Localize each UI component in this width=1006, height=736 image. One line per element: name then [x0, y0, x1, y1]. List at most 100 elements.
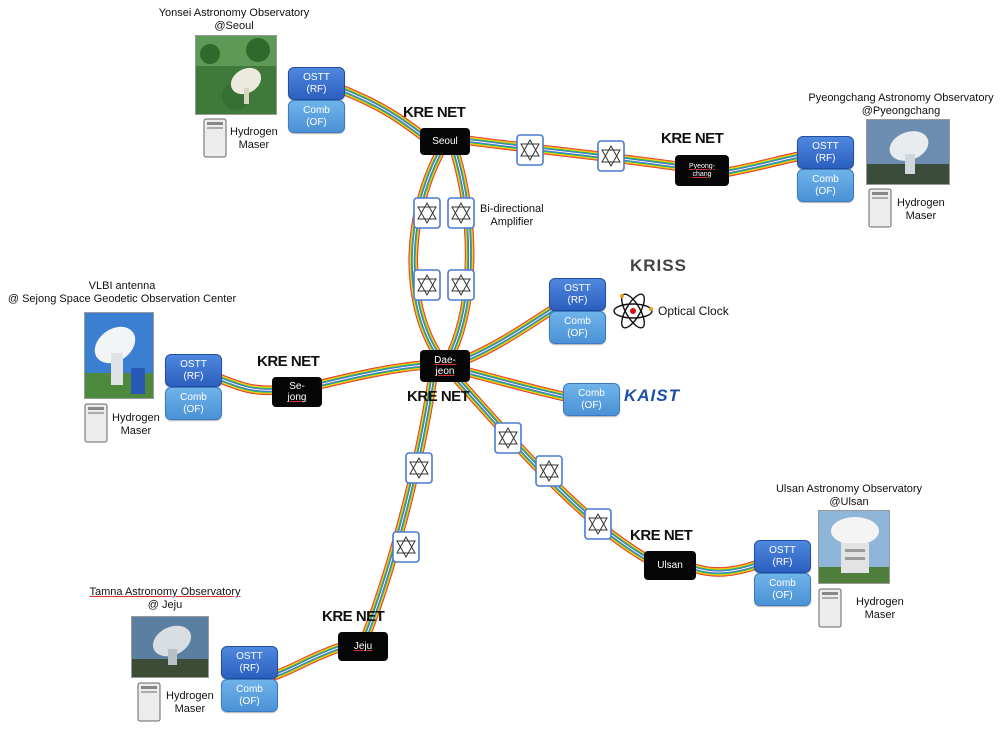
node-seoul: Seoul	[420, 128, 470, 155]
seoul-maser-label: Hydrogen Maser	[230, 126, 278, 152]
amplifier-seoul-pyeongchang-1	[516, 134, 544, 171]
node-label-line2: jong	[287, 392, 307, 403]
ostt-label: OSTT	[303, 71, 330, 83]
fiber-core	[217, 377, 276, 391]
fiber-core	[317, 364, 425, 386]
ostt-sublabel: (RF)	[772, 556, 793, 568]
fiber-core	[457, 379, 661, 567]
atom-icon	[613, 293, 653, 329]
ulsan-ostt-box: OSTT (RF)	[754, 540, 811, 573]
fiber-core	[464, 139, 691, 169]
ostt-sublabel: (RF)	[567, 294, 588, 306]
fiber-core	[342, 89, 429, 141]
pyeongchang-telescope-photo	[866, 119, 950, 185]
fiber-core	[412, 151, 441, 353]
maser-line2: Maser	[238, 139, 270, 151]
amplifier-icon	[392, 531, 420, 563]
seoul-ostt-box: OSTT (RF)	[288, 67, 345, 100]
amplifier-icon	[584, 508, 612, 540]
maser-line2: Maser	[905, 210, 937, 222]
amplifier-icon	[494, 422, 522, 454]
link-daejeon-ulsan	[453, 375, 665, 571]
caption-line1: Pyeongchang Astronomy Observatory	[808, 92, 994, 104]
link-sejong-daejeon	[313, 360, 429, 390]
ulsan-comb-box: Comb (OF)	[754, 573, 811, 606]
ulsan-telescope-photo	[818, 510, 890, 584]
ulsan-observatory-caption: Ulsan Astronomy Observatory @Ulsan	[754, 483, 944, 509]
kreonet-text: KRE NET	[661, 130, 724, 147]
ostt-sublabel: (RF)	[183, 370, 204, 382]
link-pyeongchang-ostt	[723, 151, 805, 177]
kaist-logo: KAIST	[624, 386, 680, 405]
pyeongchang-maser-icon	[868, 188, 892, 228]
jeju-maser-icon	[137, 682, 161, 722]
comb-label: Comb	[564, 315, 591, 327]
kreonet-logo-daejeon: KRE NET	[407, 388, 470, 405]
comb-label: Comb	[578, 387, 605, 399]
caption-line1: VLBI antenna	[88, 280, 156, 292]
sejong-comb-box: Comb (OF)	[165, 387, 222, 420]
ostt-label: OSTT	[236, 650, 263, 662]
link-ulsan-ostt	[689, 560, 761, 577]
ostt-sublabel: (RF)	[815, 152, 836, 164]
maser-line2: Maser	[864, 609, 896, 621]
amplifier-icon	[447, 197, 475, 229]
caption-line2: @Seoul	[214, 20, 254, 32]
amplifier-seoul-daejeon-2	[447, 197, 475, 234]
maser-line2: Maser	[174, 703, 206, 715]
kreonet-logo-ulsan: KRE NET	[630, 527, 693, 544]
comb-sublabel: (OF)	[772, 589, 793, 601]
caption-line2: @Pyeongchang	[861, 105, 941, 117]
comb-sublabel: (OF)	[567, 327, 588, 339]
node-jeju: Jeju	[338, 632, 388, 661]
fiber-core	[365, 381, 433, 637]
fiber-core	[451, 151, 471, 353]
amplifier-daejeon-ulsan-2	[535, 455, 563, 492]
kriss-comb-box: Comb (OF)	[549, 311, 606, 344]
amplifier-label: Bi-directional Amplifier	[480, 203, 544, 229]
node-label-line1: Se-	[289, 381, 305, 392]
caption-line1: Tamna Astronomy Observatory	[89, 586, 241, 598]
comb-sublabel: (OF)	[306, 116, 327, 128]
link-seoul-daejeon-a	[408, 147, 445, 357]
amplifier-seoul-daejeon-3	[413, 269, 441, 306]
sejong-maser-label: Hydrogen Maser	[112, 412, 160, 438]
caption-line1: Yonsei Astronomy Observatory	[158, 7, 310, 19]
ulsan-maser-label: Hydrogen Maser	[856, 596, 904, 622]
maser-line1: Hydrogen	[230, 126, 278, 138]
jeju-observatory-caption: Tamna Astronomy Observatory @ Jeju	[70, 586, 260, 612]
maser-line2: Maser	[120, 425, 152, 437]
jeju-comb-box: Comb (OF)	[221, 679, 278, 712]
pyeongchang-maser-label: Hydrogen Maser	[897, 197, 945, 223]
comb-sublabel: (OF)	[239, 695, 260, 707]
comb-sublabel: (OF)	[581, 399, 602, 411]
amplifier-icon	[597, 140, 625, 172]
comb-sublabel: (OF)	[183, 403, 204, 415]
seoul-comb-box: Comb (OF)	[288, 100, 345, 133]
link-daejeon-kaist	[463, 367, 571, 402]
comb-label: Comb	[180, 391, 207, 403]
node-label-line1: Pyeong-	[688, 162, 716, 170]
amplifier-label-line1: Bi-directional	[480, 203, 544, 215]
jeju-ostt-box: OSTT (RF)	[221, 646, 278, 679]
link-daejeon-jeju	[361, 377, 437, 641]
comb-label: Comb	[236, 683, 263, 695]
ostt-label: OSTT	[564, 282, 591, 294]
link-jeju-ostt	[271, 643, 343, 680]
pyeongchang-comb-box: Comb (OF)	[797, 169, 854, 202]
kreonet-logo-jeju: KRE NET	[322, 608, 385, 625]
ostt-label: OSTT	[769, 544, 796, 556]
node-daejeon: Dae- jeon	[420, 350, 470, 382]
caption-line2: @Ulsan	[829, 496, 869, 508]
maser-line1: Hydrogen	[856, 596, 904, 608]
node-label: Ulsan	[657, 560, 683, 571]
kreonet-text: KRE NET	[257, 353, 320, 370]
node-label: Seoul	[432, 136, 458, 147]
ostt-label: OSTT	[812, 140, 839, 152]
pyeongchang-ostt-box: OSTT (RF)	[797, 136, 854, 169]
fiber-core	[693, 564, 757, 573]
kaist-comb-box: Comb (OF)	[563, 383, 620, 416]
sejong-antenna-photo	[84, 312, 154, 399]
